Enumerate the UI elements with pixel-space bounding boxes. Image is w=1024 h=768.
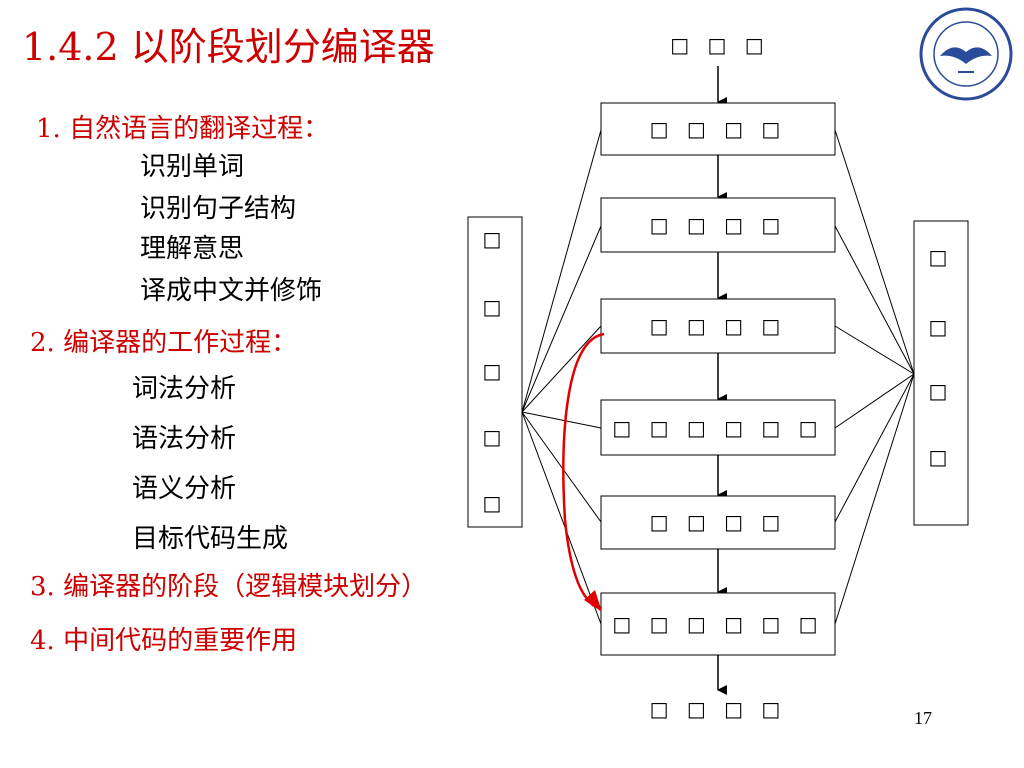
left-side-char: □ <box>483 491 508 515</box>
sub-item: 词法分析 <box>132 374 237 404</box>
sub-item: 目标代码生成 <box>132 524 289 554</box>
left-side-char: □ <box>483 295 508 319</box>
phase-box <box>600 197 836 253</box>
phase-box <box>600 102 836 156</box>
red-curve-arrow <box>562 332 605 607</box>
left-side-box <box>467 216 523 528</box>
university-logo-icon <box>919 7 1013 101</box>
right-side-box <box>913 220 969 526</box>
right-side-char: □ <box>929 379 954 403</box>
right-side-char: □ <box>929 315 954 339</box>
right-side-char: □ <box>929 245 954 269</box>
phase-label: □ □ □ □ <box>650 314 787 338</box>
phase-label: □ □ □ □ □ □ <box>612 612 823 636</box>
phase-box <box>600 592 836 656</box>
list-item-2-label: 2. 编译器的工作过程： <box>30 328 298 358</box>
list-item-1-label: 1. 自然语言的翻译过程： <box>36 114 330 144</box>
red-arrowhead-icon <box>584 590 602 612</box>
page-number: 17 <box>914 708 932 728</box>
left-side-char: □ <box>483 359 508 383</box>
phase-label: □ □ □ □ □ □ <box>612 416 823 440</box>
phase-box <box>600 495 836 550</box>
right-side-char: □ <box>929 445 954 469</box>
left-connector-lines <box>521 129 602 625</box>
sub-item: 语义分析 <box>132 474 237 504</box>
sub-item: 语法分析 <box>132 424 237 454</box>
left-side-char: □ <box>483 425 508 449</box>
left-side-char: □ <box>483 227 508 251</box>
phase-box <box>600 399 836 456</box>
phase-label: □ □ □ □ <box>650 117 787 141</box>
output-label: □ □ □ □ <box>650 697 787 721</box>
phase-label: □ □ □ □ <box>650 213 787 237</box>
list-item-4-label: 4. 中间代码的重要作用 <box>30 626 298 656</box>
phase-box <box>600 298 836 354</box>
sub-item: 识别单词 <box>140 152 245 182</box>
phase-label: □ □ □ □ <box>650 510 787 534</box>
sub-item: 译成中文并修饰 <box>140 276 323 306</box>
slide-title: 1.4.2 以阶段划分编译器 <box>22 25 435 69</box>
list-item-3-label: 3. 编译器的阶段（逻辑模块划分） <box>30 572 428 602</box>
sub-item: 理解意思 <box>140 234 245 264</box>
sub-item: 识别句子结构 <box>140 194 297 224</box>
right-connector-lines <box>834 129 915 625</box>
input-label: □ □ □ <box>670 33 769 57</box>
